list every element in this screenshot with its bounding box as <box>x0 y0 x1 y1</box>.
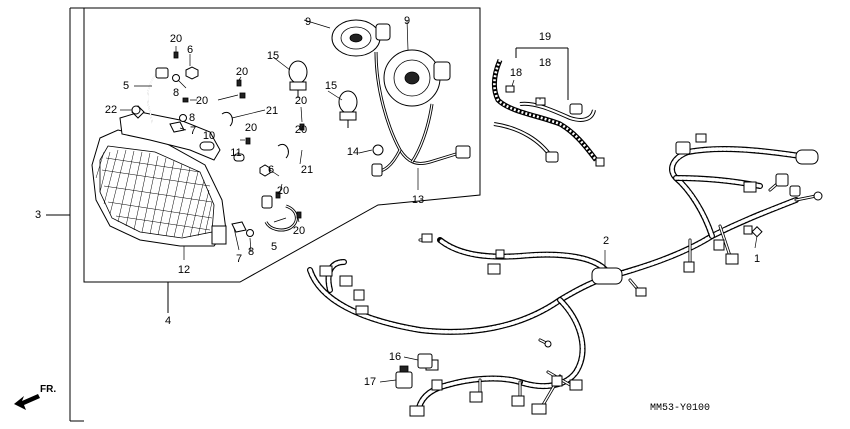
callout-15-a: 15 <box>267 50 279 62</box>
callout-13: 13 <box>412 194 424 206</box>
diagram-code: MM53-Y0100 <box>650 403 710 414</box>
callout-20-f: 20 <box>295 124 307 136</box>
bulb-cover-9-a <box>331 19 391 57</box>
callout-17: 17 <box>364 376 376 388</box>
callout-20-h: 20 <box>293 225 305 237</box>
callout-21-a: 21 <box>266 105 278 117</box>
callout-18-b: 18 <box>539 57 551 69</box>
callout-19: 19 <box>539 31 551 43</box>
callout-20-e: 20 <box>245 122 257 134</box>
bulb-cover-9-b <box>383 49 451 107</box>
callout-15-b: 15 <box>325 80 337 92</box>
callout-20-a: 20 <box>170 33 182 45</box>
callout-3: 3 <box>35 209 41 221</box>
callout-2: 2 <box>603 235 609 247</box>
relay-16 <box>417 353 433 369</box>
callout-5-lower: 5 <box>271 241 277 253</box>
lens-hatching <box>95 149 213 238</box>
callout-21-b: 21 <box>301 164 313 176</box>
callout-9-b: 9 <box>404 15 410 27</box>
main-wire-harness-2 <box>307 133 823 417</box>
headlight-unit <box>91 105 227 247</box>
callout-4: 4 <box>165 315 171 327</box>
callout-1: 1 <box>754 253 760 265</box>
assembly-bracket-3 <box>46 7 84 422</box>
callouts: 1 2 3 4 5 5 6 6 7 7 8 8 8 9 9 10 11 12 1… <box>35 15 760 388</box>
front-direction-label: FR. <box>40 384 56 395</box>
callout-20-d: 20 <box>295 95 307 107</box>
callout-20-c: 20 <box>196 95 208 107</box>
callout-6-lower: 6 <box>268 164 274 176</box>
callout-7-upper: 7 <box>190 125 196 137</box>
callout-12: 12 <box>178 264 190 276</box>
callout-18-a: 18 <box>510 67 522 79</box>
callout-22: 22 <box>105 104 117 116</box>
front-direction-arrow-icon: FR. <box>14 384 56 410</box>
leader-lines <box>120 19 758 383</box>
headlight-bulb-15-a <box>288 60 308 98</box>
callout-9-a: 9 <box>305 16 311 28</box>
callout-5-upper: 5 <box>123 80 129 92</box>
relay-17 <box>395 365 413 389</box>
headlight-bulb-15-b <box>338 90 358 128</box>
callout-16: 16 <box>389 351 401 363</box>
bracket-harness-19 <box>491 47 605 167</box>
small-hardware <box>131 51 305 237</box>
callout-20-b: 20 <box>236 66 248 78</box>
callout-14: 14 <box>347 146 359 158</box>
callout-8-a: 8 <box>173 87 179 99</box>
callout-8-b: 8 <box>189 112 195 124</box>
callout-6-upper: 6 <box>187 44 193 56</box>
callout-11: 11 <box>230 147 241 159</box>
socket-5-lower <box>261 195 298 232</box>
socket-5-upper <box>146 67 169 125</box>
callout-20-g: 20 <box>277 185 289 197</box>
callout-8-c: 8 <box>248 246 254 258</box>
callout-7-lower: 7 <box>236 253 242 265</box>
callout-10: 10 <box>203 130 215 142</box>
headlight-sub-harness-13 <box>371 51 471 177</box>
headlight-assembly-outline <box>83 7 481 313</box>
